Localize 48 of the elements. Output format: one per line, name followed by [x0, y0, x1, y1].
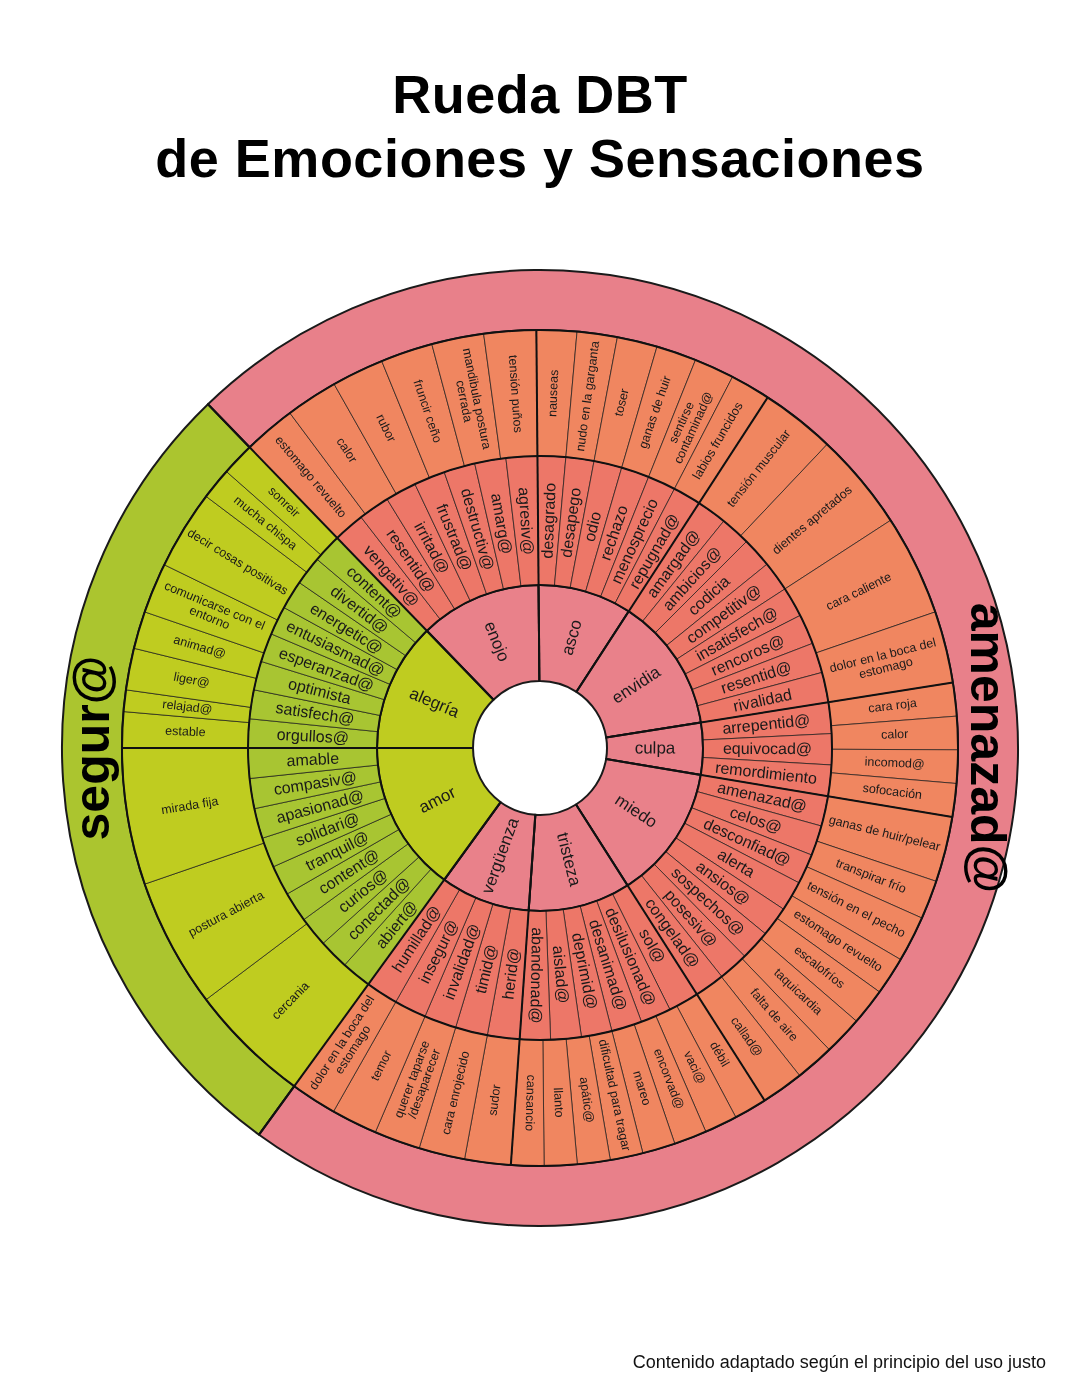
sensation-label: dolor en la boca del estomago [827, 635, 939, 684]
sensation-label: fruncir ceño [410, 378, 444, 445]
emotion-label: aislad@ [549, 944, 571, 1005]
sensation-label: apátic@ [576, 1076, 596, 1124]
emotion-label: arrepentid@ [721, 712, 811, 738]
sensation-label: sofocación [861, 782, 923, 803]
footnote: Contenido adaptado según el principio del uso justo [632, 1352, 1046, 1373]
band-label: amenazad@ [963, 602, 1013, 894]
sensation-label: liger@ [172, 671, 211, 691]
sensation-label: cara enrojecido [440, 1049, 473, 1137]
core-emotion-label: asco [559, 618, 586, 658]
sensation-label: mandibula postura cerrada [452, 345, 495, 453]
sensation-label: mareo [629, 1069, 653, 1108]
sensation-label: llanto [550, 1087, 565, 1118]
emotion-label: abandonad@ [527, 927, 545, 1024]
core-emotion-label: enojo [480, 619, 513, 664]
emotion-label: equivocad@ [722, 740, 813, 758]
emotion-label: orgullos@ [276, 726, 350, 747]
core-emotion-label: amor [416, 783, 459, 817]
sensation-label: calor [881, 728, 909, 743]
core-emotion-label: culpa [634, 739, 676, 758]
sensation-label: mirada fija [160, 795, 220, 818]
sensation-label: nudo en la garganta [574, 340, 603, 453]
band-label: segur@ [67, 655, 117, 841]
emotion-label: desagrado [539, 482, 559, 559]
core-emotion-label: alegría [406, 685, 462, 722]
sensation-label: dificultad para tragar [595, 1038, 632, 1153]
sensation-segment [542, 1038, 578, 1167]
emotion-label: agresiv@ [515, 486, 536, 556]
title: Rueda DBT de Emociones y Sensaciones [154, 63, 926, 190]
emotion-label: odio [581, 510, 605, 544]
sensation-label: cara roja [867, 697, 918, 716]
sensation-label: incomod@ [864, 755, 925, 772]
sensation-label: toser [613, 387, 633, 418]
sensation-label: sudor [487, 1083, 504, 1117]
sensation-segment [830, 715, 959, 751]
sensation-label: temor [369, 1048, 396, 1084]
sensation-label: tensión puños [505, 354, 524, 434]
sensation-label: cansancio [521, 1074, 537, 1132]
emotion-label: amable [286, 750, 340, 770]
sensation-label: nauseas [546, 369, 562, 418]
sensation-label: estable [164, 725, 206, 740]
sensation-label: vaci@ [680, 1049, 708, 1087]
emotion-label: herid@ [500, 947, 523, 1001]
sensation-label: relajad@ [161, 698, 213, 718]
core-emotion-label: tristeza [553, 830, 584, 889]
emotion-label: desapego [558, 486, 584, 559]
sensation-label: rubor [372, 412, 398, 445]
